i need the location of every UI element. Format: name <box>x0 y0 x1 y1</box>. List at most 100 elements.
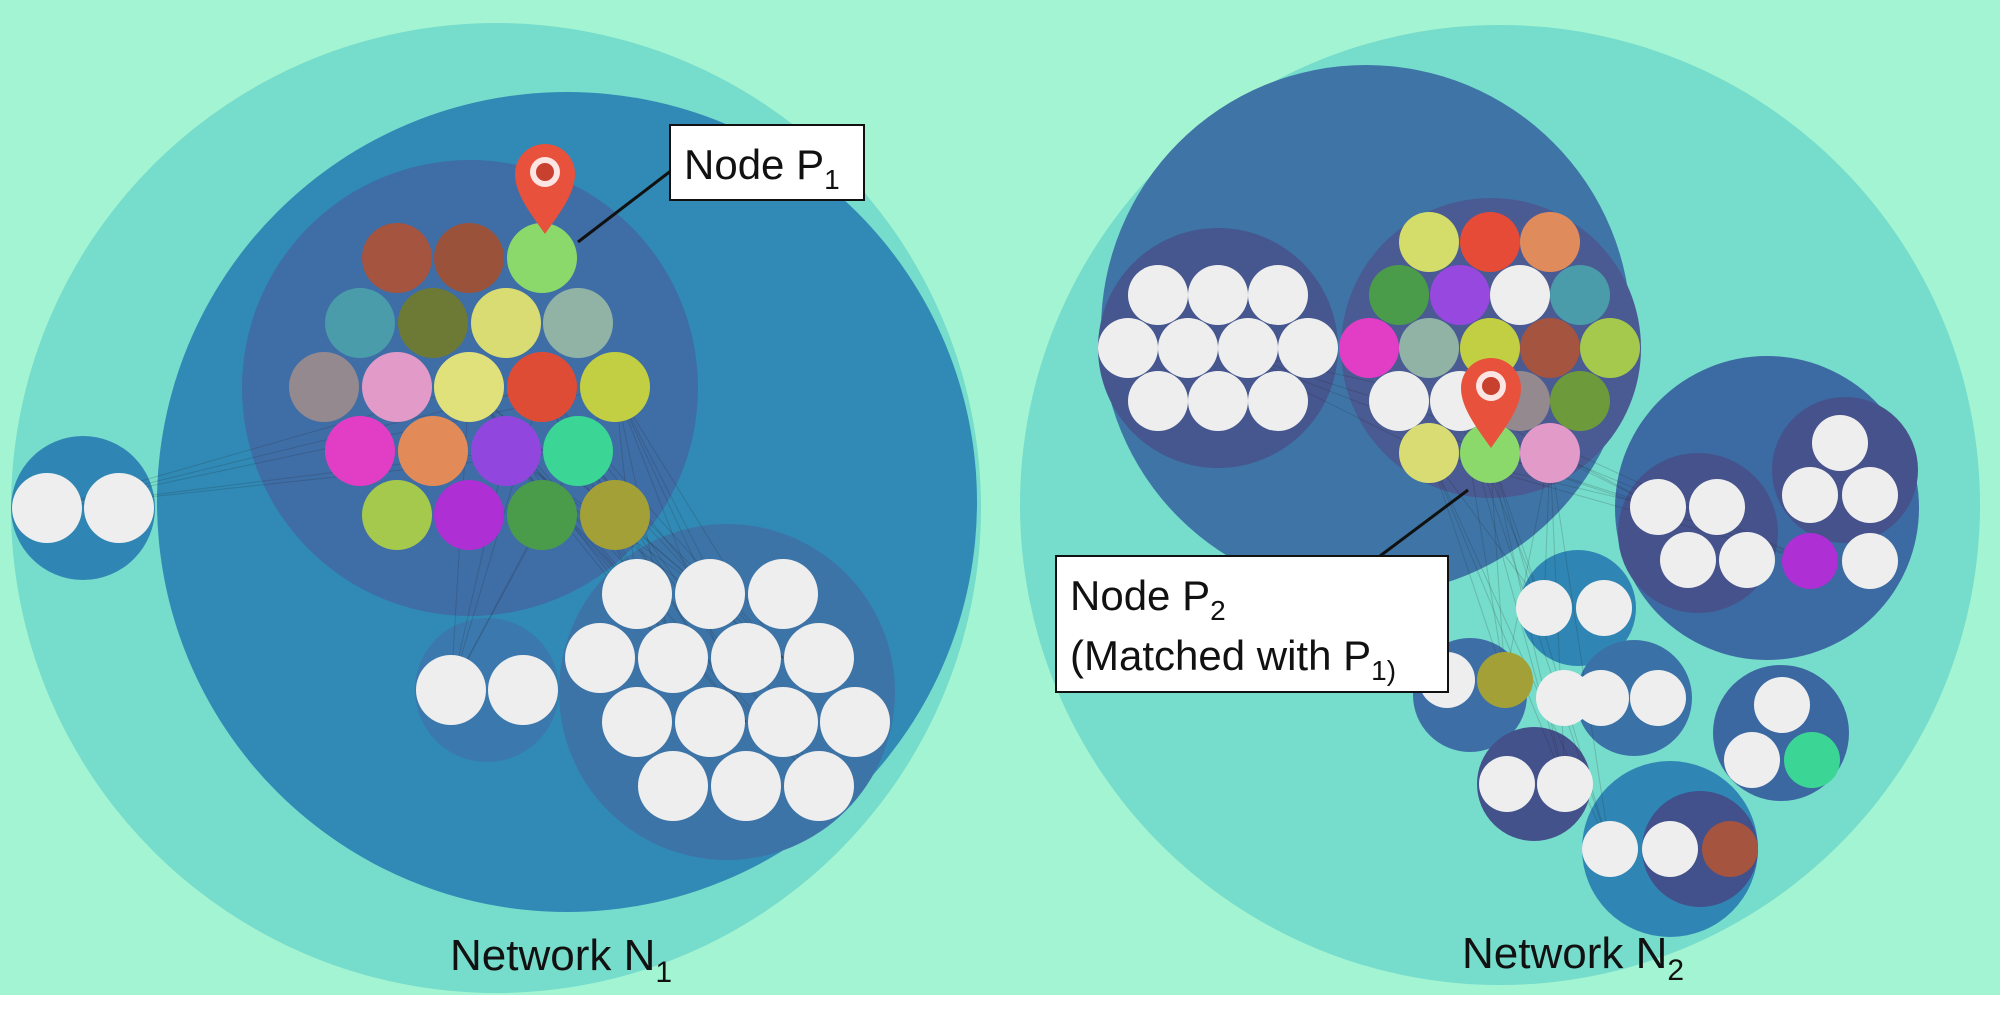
n2-small-node <box>1516 580 1572 636</box>
network-n1-label: Network N1 <box>450 931 672 989</box>
callout-node-p1: Node P1 <box>577 124 865 244</box>
n2-small-node <box>1724 732 1780 788</box>
n2-right-node <box>1689 479 1745 535</box>
n2-right-node <box>1842 533 1898 589</box>
n1-white-node <box>711 751 781 821</box>
n1-colored-node <box>507 352 577 422</box>
n2-small-node <box>1754 677 1810 733</box>
n1-pair-node <box>84 473 154 543</box>
n1-pair-node <box>488 655 558 725</box>
n1-white-node <box>602 559 672 629</box>
n2-right-node <box>1660 532 1716 588</box>
map-pin-icon <box>1461 358 1521 448</box>
network-n2 <box>1020 25 1980 985</box>
n1-white-node <box>565 623 635 693</box>
n1-colored-node <box>471 288 541 358</box>
n2-small-node <box>1582 821 1638 877</box>
n2-small-node <box>1630 670 1686 726</box>
n2-colored-node <box>1399 423 1459 483</box>
n1-white-node <box>748 687 818 757</box>
n1-white-node <box>784 751 854 821</box>
n2-white-node <box>1188 265 1248 325</box>
network-edge <box>541 386 638 595</box>
network-n2-label: Network N2 <box>1462 929 1684 987</box>
n1-colored-node <box>362 352 432 422</box>
n1-colored-node <box>507 223 577 293</box>
callout-p2-leader-line <box>1379 488 1469 558</box>
n2-colored-node <box>1490 265 1550 325</box>
n2-white-node <box>1098 318 1158 378</box>
n1-colored-node <box>362 223 432 293</box>
n2-colored-node <box>1460 423 1520 483</box>
network-edge <box>1428 452 1545 609</box>
n2-small-node <box>1477 652 1533 708</box>
n1-colored-node <box>580 480 650 550</box>
n2-small-node <box>1576 580 1632 636</box>
n2-small-node <box>1702 821 1758 877</box>
callout-p2-box <box>1055 555 1449 693</box>
n1-white-node <box>638 751 708 821</box>
n1-colored-node <box>543 416 613 486</box>
n2-colored-node <box>1580 318 1640 378</box>
n1-colored-node <box>362 480 432 550</box>
n2-right-node <box>1719 532 1775 588</box>
n2-right-node <box>1782 533 1838 589</box>
n2-nodes <box>1098 212 1898 877</box>
n2-colored-node <box>1550 265 1610 325</box>
n2-right-node <box>1812 415 1868 471</box>
n1-colored-node <box>434 223 504 293</box>
n2-small-cluster-6-inner <box>1642 791 1758 907</box>
n1-colored-node <box>434 352 504 422</box>
n2-white-node <box>1218 318 1278 378</box>
callout-p1-box <box>669 124 865 201</box>
n1-white-node <box>675 559 745 629</box>
n2-white-node <box>1248 371 1308 431</box>
n1-colored-node <box>398 288 468 358</box>
network-edge <box>1428 452 1566 785</box>
n1-colored-node <box>434 480 504 550</box>
network-edge <box>614 386 711 595</box>
n2-right-node <box>1782 467 1838 523</box>
bottom-margin <box>0 995 2000 1016</box>
n1-nodes <box>12 223 890 821</box>
n1-colored-node <box>507 480 577 550</box>
callout-p1-label: Node P1 <box>684 141 840 195</box>
network-edge <box>450 450 507 691</box>
n2-small-node <box>1479 756 1535 812</box>
n1-colored-node <box>398 416 468 486</box>
n2-white-node <box>1128 265 1188 325</box>
n2-colored-node <box>1399 318 1459 378</box>
n1-white-node <box>711 623 781 693</box>
n1-colored-node <box>471 416 541 486</box>
n2-colored-node <box>1399 212 1459 272</box>
n2-small-node <box>1536 670 1592 726</box>
n2-white-node <box>1278 318 1338 378</box>
n2-small-node <box>1537 756 1593 812</box>
n2-colored-node <box>1369 371 1429 431</box>
map-pin-icon <box>515 144 575 234</box>
callout-p2-label-line2: (Matched with P1) <box>1070 632 1396 686</box>
n2-colored-node <box>1369 265 1429 325</box>
n1-small-pair-cluster <box>415 618 559 762</box>
callout-p1-leader-line <box>577 168 673 244</box>
network-edge <box>1428 452 1506 681</box>
n1-white-node <box>748 559 818 629</box>
n2-colored-node <box>1339 318 1399 378</box>
n2-small-node <box>1784 732 1840 788</box>
n2-white-node <box>1128 371 1188 431</box>
n2-right-node <box>1842 467 1898 523</box>
network-n1 <box>11 23 981 993</box>
n1-white-node <box>784 623 854 693</box>
n2-colored-node <box>1520 318 1580 378</box>
n1-white-node <box>675 687 745 757</box>
network-edge <box>577 450 674 659</box>
n2-white-node <box>1158 318 1218 378</box>
callout-node-p2: Node P2 (Matched with P1) <box>1055 488 1469 693</box>
n2-colored-node <box>1520 212 1580 272</box>
n1-colored-node <box>289 352 359 422</box>
n2-colored-node <box>1550 371 1610 431</box>
network-edge <box>1549 452 1611 850</box>
n1-colored-node <box>543 288 613 358</box>
n1-colored-node <box>580 352 650 422</box>
